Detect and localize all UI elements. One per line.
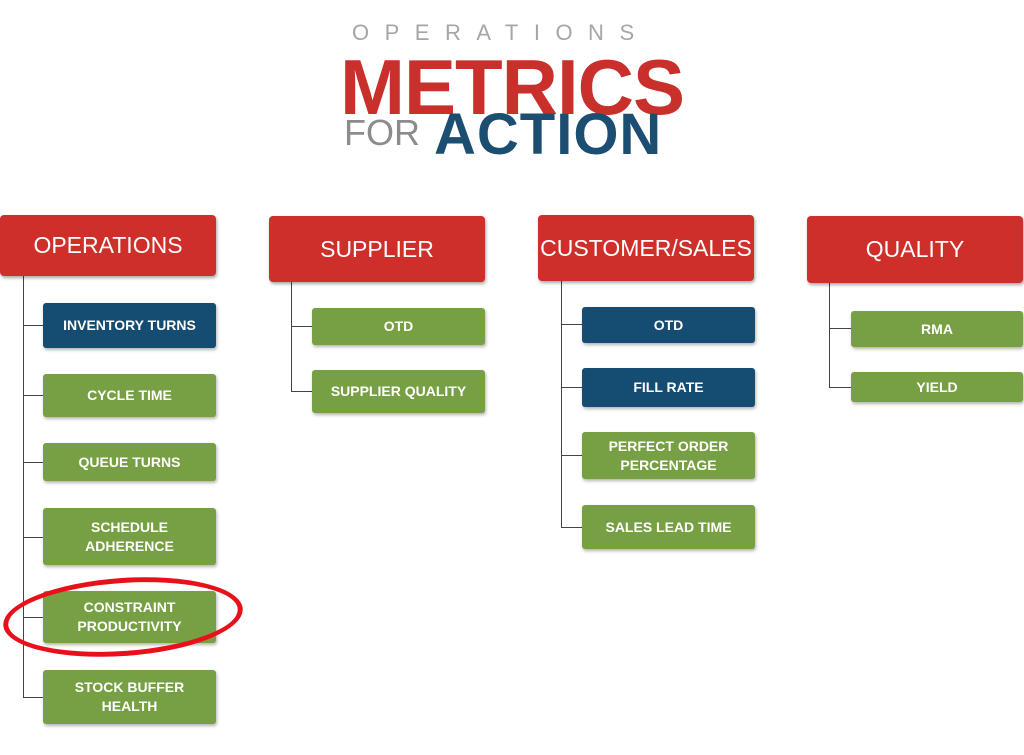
metric-perfect-order-percentage: PERFECT ORDER PERCENTAGE [582,432,755,479]
customer-sales-header: CUSTOMER/SALES [538,215,754,281]
logo-operations-text: OPERATIONS [352,20,650,45]
operations-connector-branch [23,697,43,698]
metric-cycle-time: CYCLE TIME [43,374,216,417]
metric-supplier-otd: OTD [312,308,485,345]
operations-connector-trunk [23,276,24,698]
quality-header: QUALITY [807,216,1023,283]
metric-supplier-quality: SUPPLIER QUALITY [312,370,485,413]
metric-rma: RMA [851,311,1023,347]
customer-sales-connector-branch [561,387,582,388]
supplier-header: SUPPLIER [269,216,485,282]
customer-sales-connector-branch [561,324,582,325]
metric-fill-rate: FILL RATE [582,368,755,407]
logo-for-text: FOR [344,112,420,153]
operations-connector-branch [23,537,43,538]
metric-customer-otd: OTD [582,307,755,343]
metric-inventory-turns: INVENTORY TURNS [43,303,216,348]
operations-connector-branch [23,462,43,463]
customer-sales-connector-branch [561,455,582,456]
customer-sales-connector-trunk [561,281,562,528]
highlight-ellipse [0,569,246,665]
metric-sales-lead-time: SALES LEAD TIME [582,505,755,549]
metric-queue-turns: QUEUE TURNS [43,443,216,481]
metric-stock-buffer-health: STOCK BUFFER HEALTH [43,670,216,724]
supplier-connector-trunk [291,282,292,392]
logo-action-text: ACTION [434,102,663,167]
operations-header: OPERATIONS [0,215,216,276]
metric-schedule-adherence: SCHEDULE ADHERENCE [43,508,216,565]
logo-metrics-text: METRICS [340,43,685,131]
supplier-connector-branch [291,326,312,327]
operations-connector-branch [23,325,43,326]
operations-connector-branch [23,617,43,618]
quality-connector-branch [829,387,851,388]
operations-connector-branch [23,395,43,396]
metric-yield: YIELD [851,372,1023,402]
quality-connector-branch [829,328,851,329]
supplier-connector-branch [291,391,312,392]
metric-constraint-productivity: CONSTRAINT PRODUCTIVITY [43,591,216,643]
customer-sales-connector-branch [561,527,582,528]
quality-connector-trunk [829,283,830,388]
